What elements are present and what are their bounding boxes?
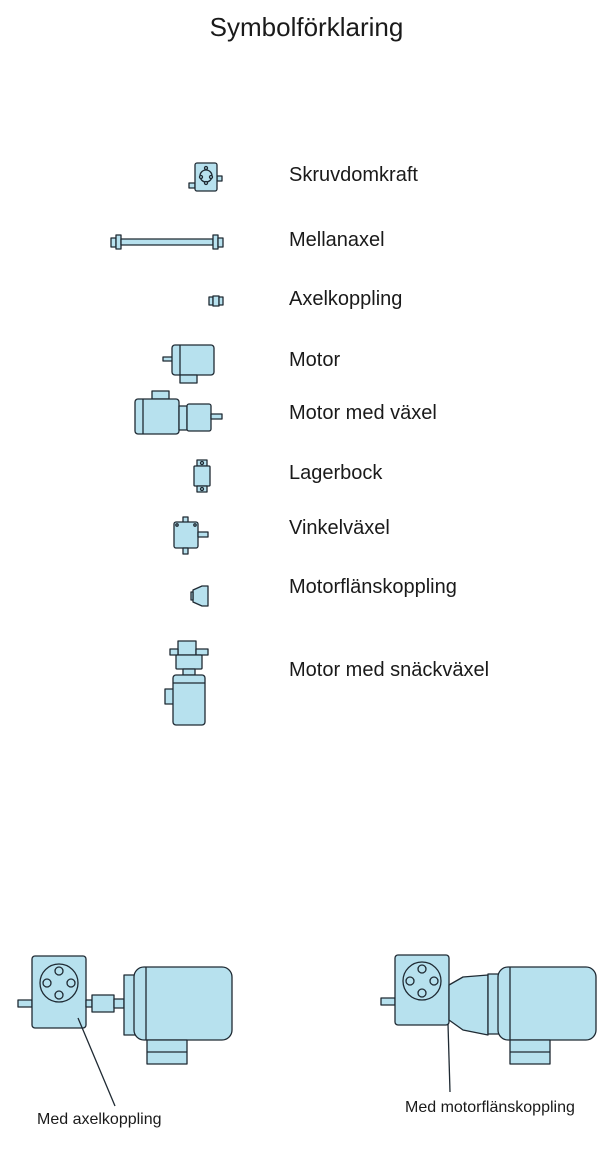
legend-label-vinkelvaxel: Vinkelväxel: [289, 517, 390, 539]
page-title: Symbolförklaring: [209, 12, 404, 42]
motor-icon: [162, 344, 215, 384]
legend-label-motor: Motor: [289, 349, 341, 371]
screw-jack-icon: [188, 162, 223, 192]
bevel-gearbox-icon: [173, 516, 209, 555]
legend-label-motor-med-vaxel: Motor med växel: [289, 402, 437, 424]
legend-label-mellanaxel: Mellanaxel: [289, 229, 385, 251]
legend-label-axelkoppling: Axelkoppling: [289, 288, 403, 310]
legend-label-skruvdomkraft: Skruvdomkraft: [289, 164, 418, 186]
caption-med-axelkoppling: Med axelkoppling: [37, 1111, 162, 1128]
worm-gear-motor-icon: [164, 640, 209, 726]
legend-label-motor-med-snackvaxel: Motor med snäckväxel: [289, 659, 490, 681]
intermediate-shaft-icon: [110, 234, 224, 250]
leader-line-motor-flange: [447, 1023, 451, 1093]
leader-line-shaft-coupling: [77, 1017, 116, 1107]
motor-flange-coupling-icon: [190, 585, 209, 607]
shaft-coupling-icon: [208, 295, 224, 307]
example-shaft-coupling-assembly: [17, 955, 233, 1065]
legend-label-motorflanskoppling: Motorflänskoppling: [289, 576, 457, 598]
legend-label-lagerbock: Lagerbock: [289, 462, 383, 484]
bearing-block-icon: [193, 459, 211, 493]
caption-med-motorflanskoppling: Med motorflänskoppling: [405, 1099, 575, 1116]
geared-motor-icon: [134, 390, 223, 435]
example-motor-flange-coupling-assembly: [380, 954, 597, 1065]
